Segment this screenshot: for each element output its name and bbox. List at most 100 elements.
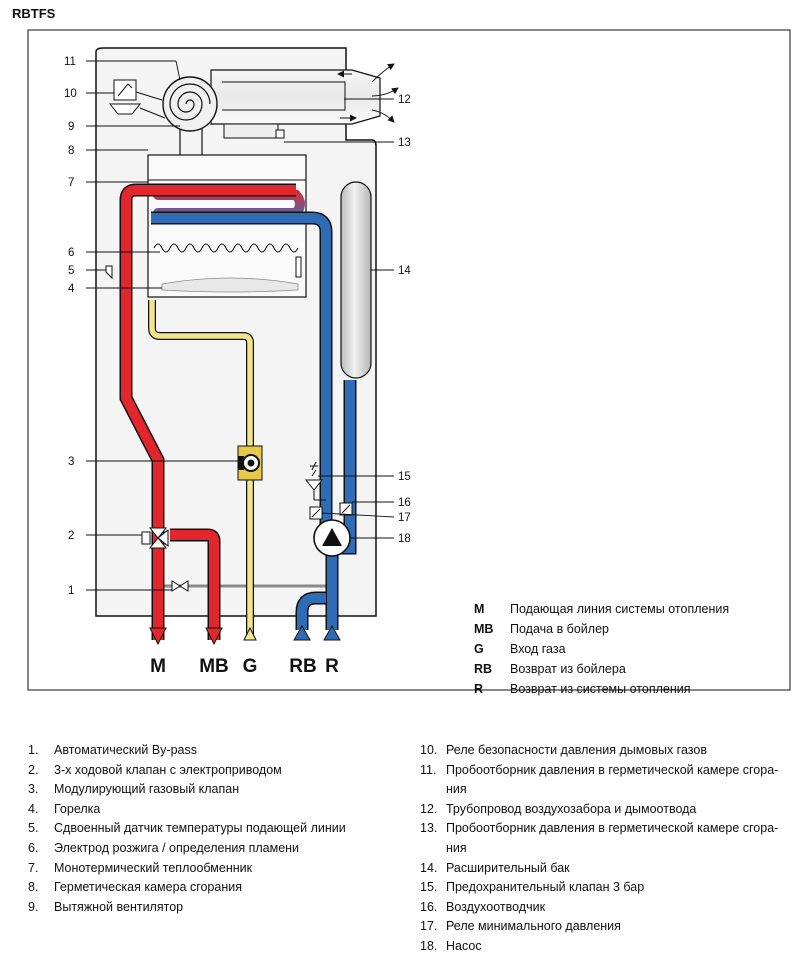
part-number: 8. [28, 880, 39, 895]
callout-6: 6 [68, 247, 74, 259]
legend-code: G [474, 642, 484, 656]
bypass-valve [171, 580, 189, 592]
callout-13: 13 [398, 137, 411, 149]
list-item: 13.Пробоотборник давления в герметическо… [420, 819, 792, 858]
part-text: Реле минимального давления [446, 919, 621, 934]
list-item: 2.3-х ходовой клапан с электроприводом [28, 761, 388, 781]
list-item: 9. Вытяжной вентилятор [28, 898, 388, 918]
legend-row: G Вход газа [474, 639, 774, 659]
callout-7: 7 [68, 177, 74, 189]
callout-3: 3 [68, 456, 74, 468]
list-item: 15. Предохранительный клапан 3 бар [420, 878, 792, 898]
port-label-m: M [150, 656, 166, 677]
part-text: Расширительный бак [446, 860, 570, 875]
part-text: Предохранительный клапан 3 бар [446, 880, 645, 895]
port-legend: M Подающая линия системы отопления MB По… [474, 599, 774, 699]
legend-code: M [474, 602, 485, 616]
part-number: 9. [28, 899, 39, 914]
callout-10: 10 [64, 88, 77, 100]
pressure-probe-box [223, 123, 285, 139]
expansion-tank [340, 181, 372, 379]
callout-9: 9 [68, 121, 74, 133]
callout-17: 17 [398, 512, 411, 524]
callout-2: 2 [68, 530, 74, 542]
part-number: 17. [420, 919, 438, 934]
legend-code: MB [474, 622, 494, 636]
part-number: 7. [28, 860, 39, 875]
arrow-r [323, 624, 341, 641]
port-label-mb: MB [199, 656, 229, 677]
part-text: Насос [446, 938, 482, 953]
flue-duct [210, 63, 399, 125]
safety-valve [304, 461, 326, 501]
legend-row: R Возврат из системы отопления [474, 679, 774, 699]
leader-lines [86, 60, 395, 591]
part-text: Электрод розжига / определения пламени [54, 840, 300, 855]
callout-12: 12 [398, 94, 411, 106]
list-item: 14. Расширительный бак [420, 859, 792, 879]
part-text: Герметическая камера сгорания [54, 880, 242, 895]
list-item: 11. Пробоотборник давления в герметическо… [420, 761, 792, 800]
list-item: 7.Монотермический теплообменник [28, 859, 388, 879]
outer-frame [27, 29, 791, 691]
part-text: Модулирующий газовый клапан [54, 782, 240, 797]
port-label-g: G [243, 656, 258, 677]
list-item: 10. Реле безопасности давления дымовых га… [420, 741, 792, 761]
list-item: 4. Горелка [28, 800, 388, 820]
part-text: Пробоотборник давления в герметической к… [446, 762, 779, 797]
callout-15: 15 [398, 471, 411, 483]
list-item: 5. Сдвоенный датчик температуры подающей … [28, 819, 388, 839]
legend-desc: Подающая линия системы отопления [510, 602, 730, 616]
list-item: 12.Трубопровод воздухозабора и дымоотвод… [420, 800, 792, 820]
part-number: 14. [420, 860, 438, 875]
legend-row: MB Подача в бойлер [474, 619, 774, 639]
callout-1: 1 [68, 585, 74, 597]
legend-desc: Вход газа [510, 642, 566, 656]
part-number: 11. [420, 762, 437, 777]
part-number: 3. [28, 782, 39, 797]
pump [313, 519, 351, 557]
port-label-rb: RB [289, 656, 316, 677]
part-number: 15. [420, 880, 438, 895]
callout-11: 11 [64, 56, 76, 68]
part-number: 1. [28, 743, 39, 757]
part-text: Вытяжной вентилятор [54, 899, 184, 914]
legend-code: RB [474, 662, 493, 676]
callout-4: 4 [68, 283, 75, 295]
parts-list-left: 1. Автоматический By-pass 2.3-х ходовой к… [28, 741, 388, 917]
legend-desc: Возврат из системы отопления [510, 682, 691, 696]
list-item: 3. Модулирующий газовый клапан [28, 780, 388, 800]
outlet-arrows [149, 624, 341, 646]
part-text: Горелка [54, 801, 101, 816]
flue-pressure-switch [108, 79, 166, 119]
list-item: 8. Герметическая камера сгорания [28, 878, 388, 898]
parts-list-right: 10. Реле безопасности давления дымовых га… [420, 741, 792, 957]
callout-5: 5 [68, 265, 74, 277]
gas-valve [237, 445, 263, 481]
three-way-valve [141, 527, 169, 549]
part-number: 6. [28, 840, 39, 855]
boiler-schematic: 11 10 9 8 7 6 5 4 3 2 1 12 13 14 15 16 1… [27, 29, 791, 691]
part-text: Воздухоотводчик [446, 899, 546, 914]
diagram-title: RBTFS [12, 6, 56, 21]
part-text: Реле безопасности давления дымовых газов [446, 743, 707, 757]
legend-desc: Возврат из бойлера [510, 662, 626, 676]
part-number: 10. [420, 743, 438, 757]
list-item: 6. Электрод розжига / определения пламени [28, 839, 388, 859]
part-number: 5. [28, 821, 39, 836]
part-number: 4. [28, 801, 39, 816]
part-text: Сдвоенный датчик температуры подающей ли… [54, 821, 346, 836]
arrow-m [149, 627, 167, 646]
part-number: 12. [420, 801, 438, 816]
list-item: 1. Автоматический By-pass [28, 741, 388, 761]
legend-code: R [474, 682, 484, 696]
arrow-rb [293, 624, 311, 641]
arrow-g [243, 626, 257, 641]
callout-18: 18 [398, 533, 411, 545]
combustion-chamber [147, 154, 307, 298]
part-number: 16. [420, 899, 438, 914]
arrow-mb [205, 627, 223, 646]
part-number: 13. [420, 821, 438, 836]
legend-row: M Подающая линия системы отопления [474, 599, 774, 619]
part-text: Автоматический By-pass [54, 743, 197, 757]
